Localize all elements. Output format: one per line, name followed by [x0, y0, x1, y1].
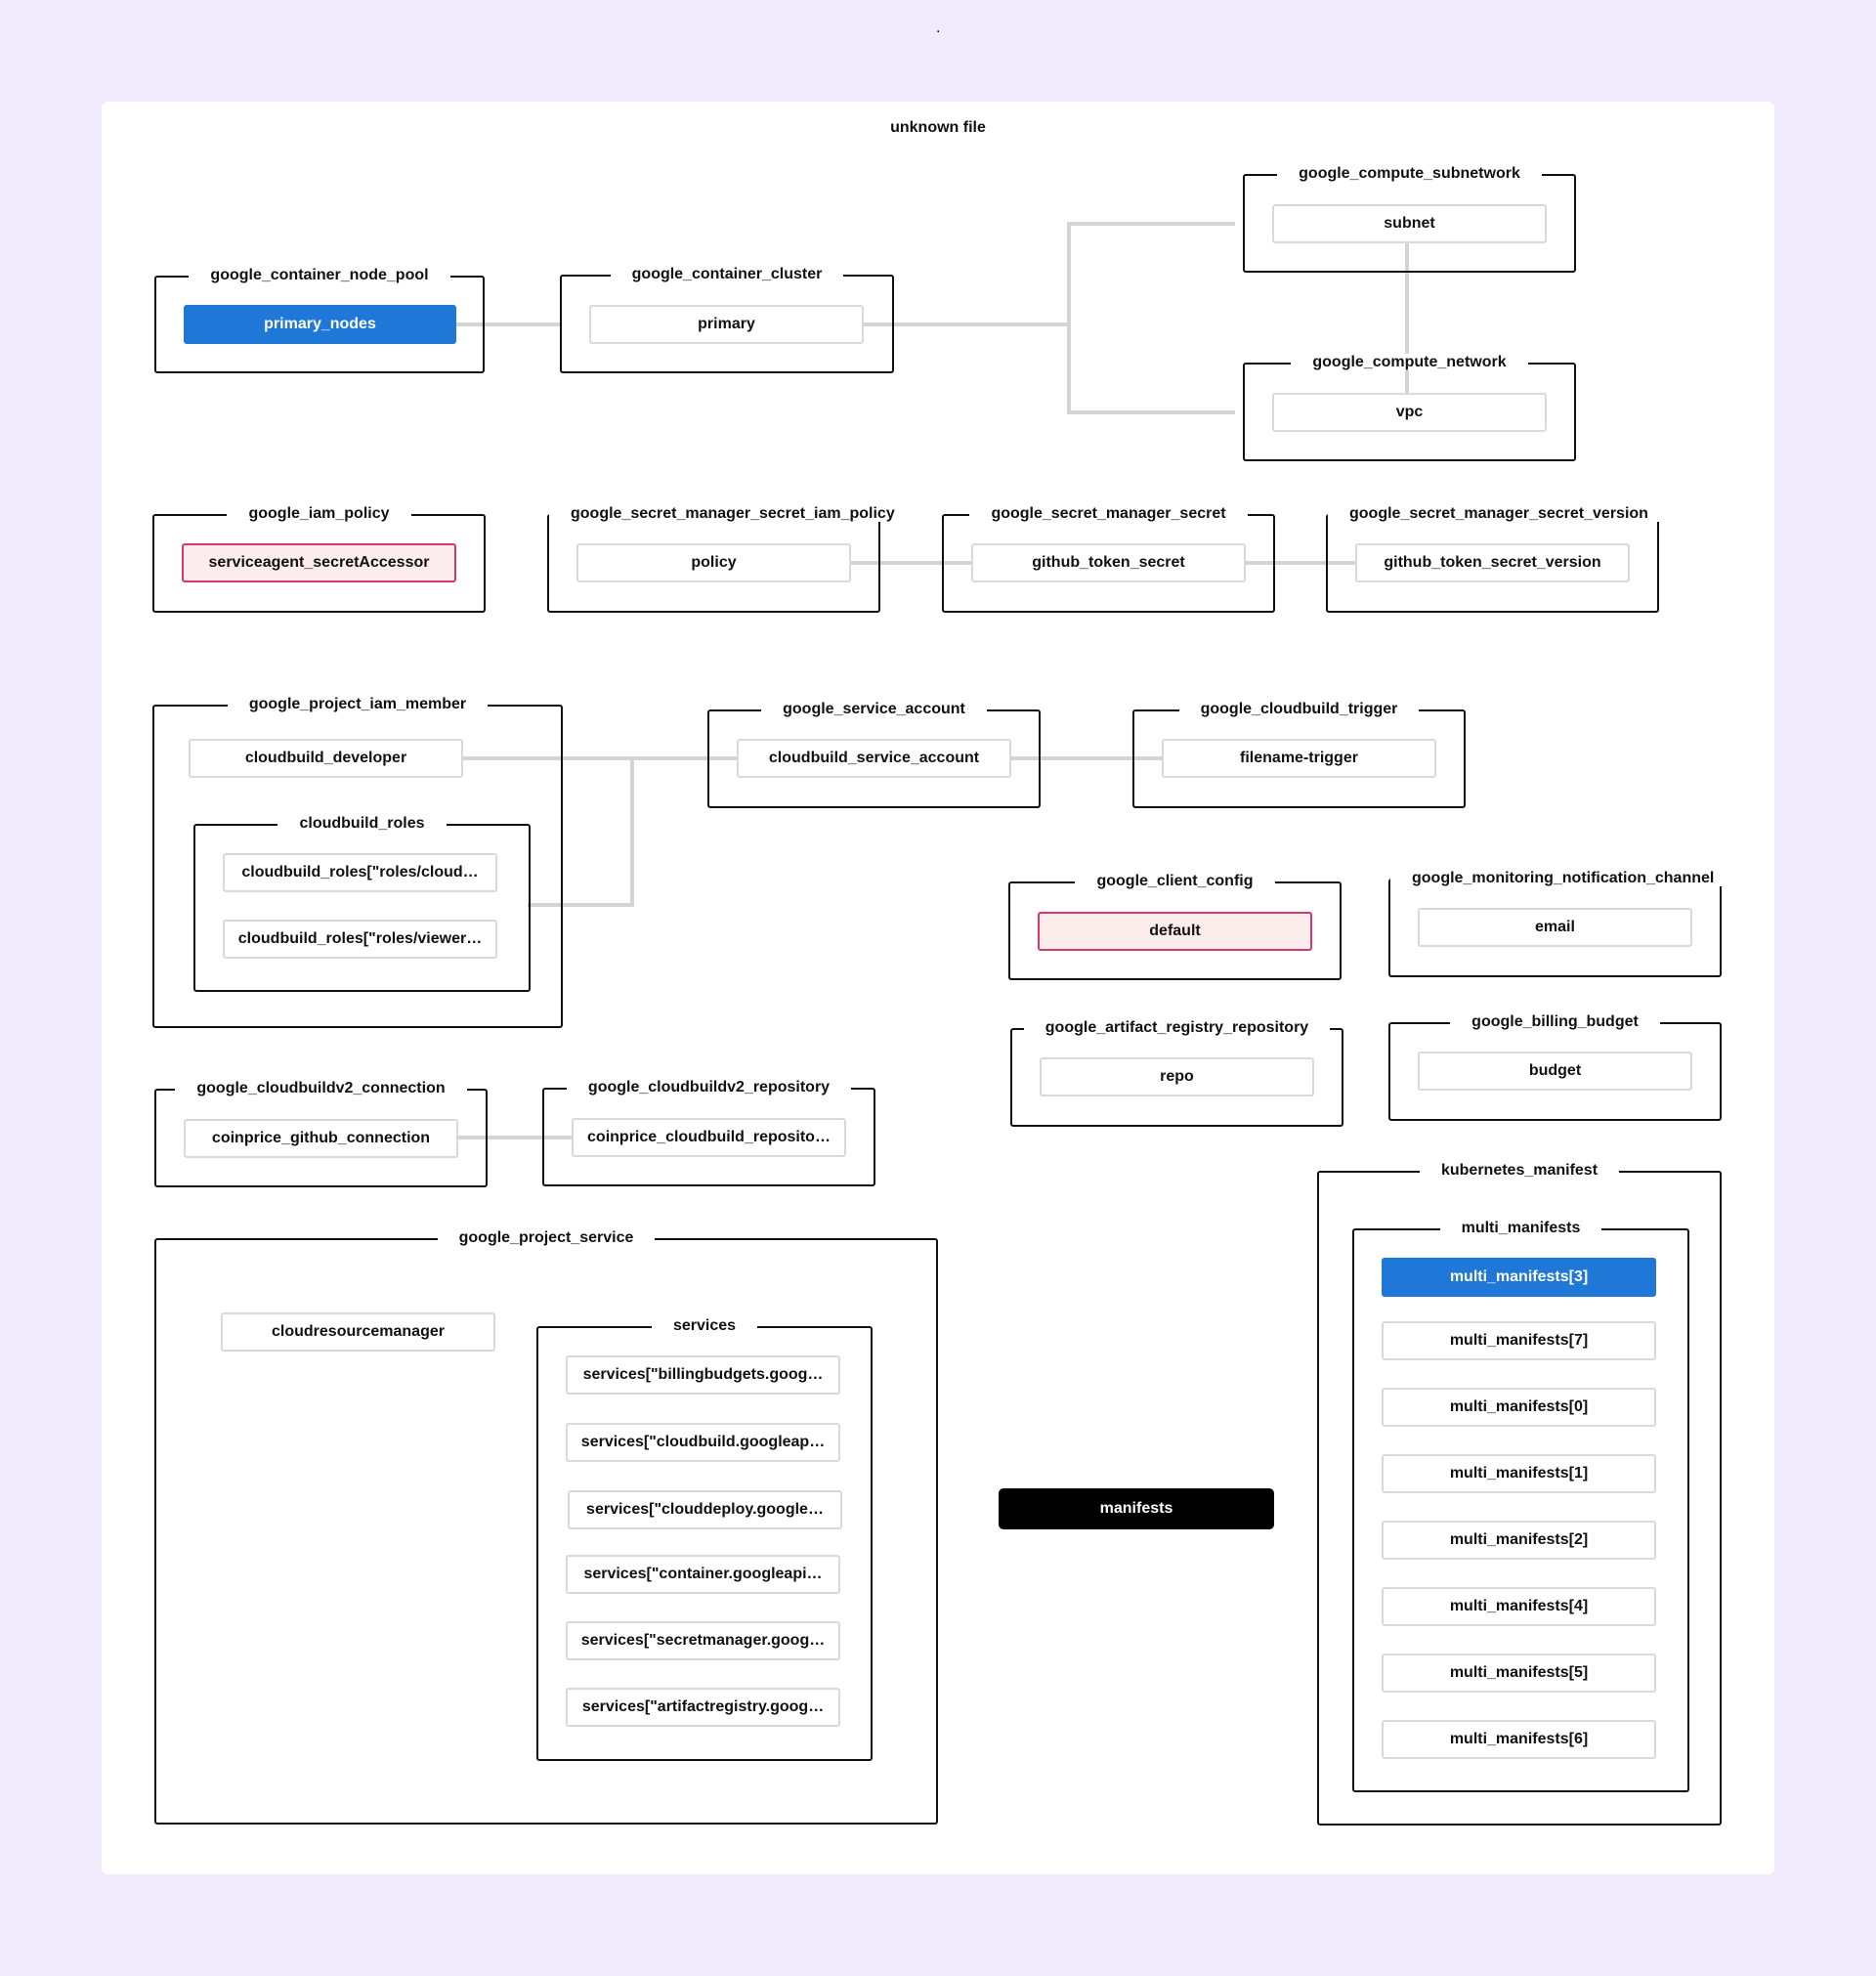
node-github-token-secret-version[interactable]: github_token_secret_version [1355, 543, 1630, 582]
group-services: services [536, 1317, 873, 1761]
node-filename-trigger[interactable]: filename-trigger [1162, 739, 1436, 778]
group-title: multi_manifests [1439, 1220, 1602, 1236]
group-title: google_project_iam_member [227, 696, 489, 712]
group-google-project-iam-member: google_project_iam_member [152, 696, 563, 1028]
group-title: google_iam_policy [227, 505, 411, 522]
group-google-compute-network: google_compute_network [1243, 354, 1576, 461]
node-manifests[interactable]: manifests [999, 1488, 1274, 1529]
node-cloudresourcemanager[interactable]: cloudresourcemanager [221, 1312, 495, 1352]
node-service-clouddeploy[interactable]: services["clouddeploy.google… [568, 1490, 842, 1529]
group-google-client-config: google_client_config [1008, 873, 1342, 980]
group-google-cloudbuildv2-repository: google_cloudbuildv2_repository [542, 1079, 875, 1186]
group-google-project-service: google_project_service [154, 1229, 938, 1825]
group-google-secret-manager-secret-version: google_secret_manager_secret_version [1326, 505, 1670, 613]
node-multi-manifests-7[interactable]: multi_manifests[7] [1382, 1321, 1656, 1360]
group-cloudbuild-roles: cloudbuild_roles [193, 815, 531, 992]
node-cloudbuild-developer[interactable]: cloudbuild_developer [189, 739, 463, 778]
group-title: google_compute_subnetwork [1277, 165, 1542, 182]
edge [772, 222, 1235, 326]
group-title: google_container_node_pool [189, 267, 450, 283]
group-google-compute-subnetwork: google_compute_subnetwork [1243, 165, 1576, 273]
group-google-secret-manager-secret: google_secret_manager_secret [942, 505, 1275, 613]
group-title: google_client_config [1075, 873, 1275, 889]
group-title: google_cloudbuildv2_repository [566, 1079, 852, 1095]
group-google-billing-budget: google_billing_budget [1388, 1013, 1722, 1121]
node-subnet[interactable]: subnet [1272, 204, 1547, 243]
group-title: kubernetes_manifest [1419, 1162, 1620, 1179]
node-service-secretmanager[interactable]: services["secretmanager.goog… [566, 1621, 840, 1660]
group-kubernetes-manifest: kubernetes_manifest [1317, 1162, 1722, 1826]
group-title: google_compute_network [1291, 354, 1528, 370]
node-vpc[interactable]: vpc [1272, 393, 1547, 432]
group-title: google_project_service [437, 1229, 656, 1246]
group-title: google_container_cluster [610, 266, 844, 282]
group-google-artifact-registry-repository: google_artifact_registry_repository [1010, 1019, 1343, 1127]
node-policy[interactable]: policy [576, 543, 851, 582]
group-title: google_monitoring_notification_channel [1390, 870, 1736, 886]
node-service-container[interactable]: services["container.googleapi… [566, 1555, 840, 1594]
node-service-cloudbuild[interactable]: services["cloudbuild.googleap… [566, 1423, 840, 1462]
node-multi-manifests-2[interactable]: multi_manifests[2] [1382, 1521, 1656, 1560]
edge [1067, 324, 1235, 414]
header-dot: . [936, 20, 941, 36]
group-google-monitoring-notification-channel: google_monitoring_notification_channel [1388, 870, 1736, 977]
node-github-token-secret[interactable]: github_token_secret [971, 543, 1246, 582]
node-multi-manifests-5[interactable]: multi_manifests[5] [1382, 1654, 1656, 1693]
node-multi-manifests-0[interactable]: multi_manifests[0] [1382, 1388, 1656, 1427]
node-default[interactable]: default [1038, 912, 1312, 951]
node-coinprice-cloudbuild-repository[interactable]: coinprice_cloudbuild_reposito… [572, 1118, 846, 1157]
group-title: cloudbuild_roles [277, 815, 447, 832]
node-repo[interactable]: repo [1040, 1057, 1314, 1096]
group-google-iam-policy: google_iam_policy [152, 505, 486, 613]
group-google-container-cluster: google_container_cluster [560, 266, 894, 373]
node-email[interactable]: email [1418, 908, 1692, 947]
node-cloudbuild-roles-cloud[interactable]: cloudbuild_roles["roles/cloud… [223, 853, 497, 892]
group-google-secret-manager-secret-iam-policy: google_secret_manager_secret_iam_policy [547, 505, 917, 613]
node-multi-manifests-3[interactable]: multi_manifests[3] [1382, 1258, 1656, 1297]
file-title: unknown file [890, 119, 986, 136]
node-serviceagent-secretaccessor[interactable]: serviceagent_secretAccessor [182, 543, 456, 582]
node-primary[interactable]: primary [589, 305, 864, 344]
group-title: google_billing_budget [1450, 1013, 1660, 1030]
node-cloudbuild-roles-viewer[interactable]: cloudbuild_roles["roles/viewer… [223, 920, 497, 959]
node-multi-manifests-4[interactable]: multi_manifests[4] [1382, 1587, 1656, 1626]
group-title: google_service_account [761, 701, 987, 717]
node-service-artifactregistry[interactable]: services["artifactregistry.goog… [566, 1688, 840, 1727]
group-title: google_artifact_registry_repository [1023, 1019, 1331, 1036]
group-google-cloudbuild-trigger: google_cloudbuild_trigger [1132, 701, 1466, 808]
group-multi-manifests: multi_manifests [1352, 1220, 1689, 1792]
group-title: google_cloudbuildv2_connection [175, 1080, 467, 1096]
node-multi-manifests-6[interactable]: multi_manifests[6] [1382, 1720, 1656, 1759]
diagram-canvas: unknown file [102, 102, 1774, 1874]
node-coinprice-github-connection[interactable]: coinprice_github_connection [184, 1119, 458, 1158]
group-title: services [651, 1317, 758, 1334]
group-google-service-account: google_service_account [707, 701, 1041, 808]
node-cloudbuild-service-account[interactable]: cloudbuild_service_account [737, 739, 1011, 778]
group-title: google_secret_manager_secret_iam_policy [549, 505, 917, 522]
group-google-cloudbuildv2-connection: google_cloudbuildv2_connection [154, 1080, 488, 1187]
node-service-billingbudgets[interactable]: services["billingbudgets.goog… [566, 1355, 840, 1395]
node-primary-nodes[interactable]: primary_nodes [184, 305, 456, 344]
group-title: google_cloudbuild_trigger [1178, 701, 1420, 717]
node-budget[interactable]: budget [1418, 1052, 1692, 1091]
group-title: google_secret_manager_secret_version [1328, 505, 1670, 522]
group-google-container-node-pool: google_container_node_pool [154, 267, 485, 373]
group-title: google_secret_manager_secret [969, 505, 1248, 522]
node-multi-manifests-1[interactable]: multi_manifests[1] [1382, 1454, 1656, 1493]
